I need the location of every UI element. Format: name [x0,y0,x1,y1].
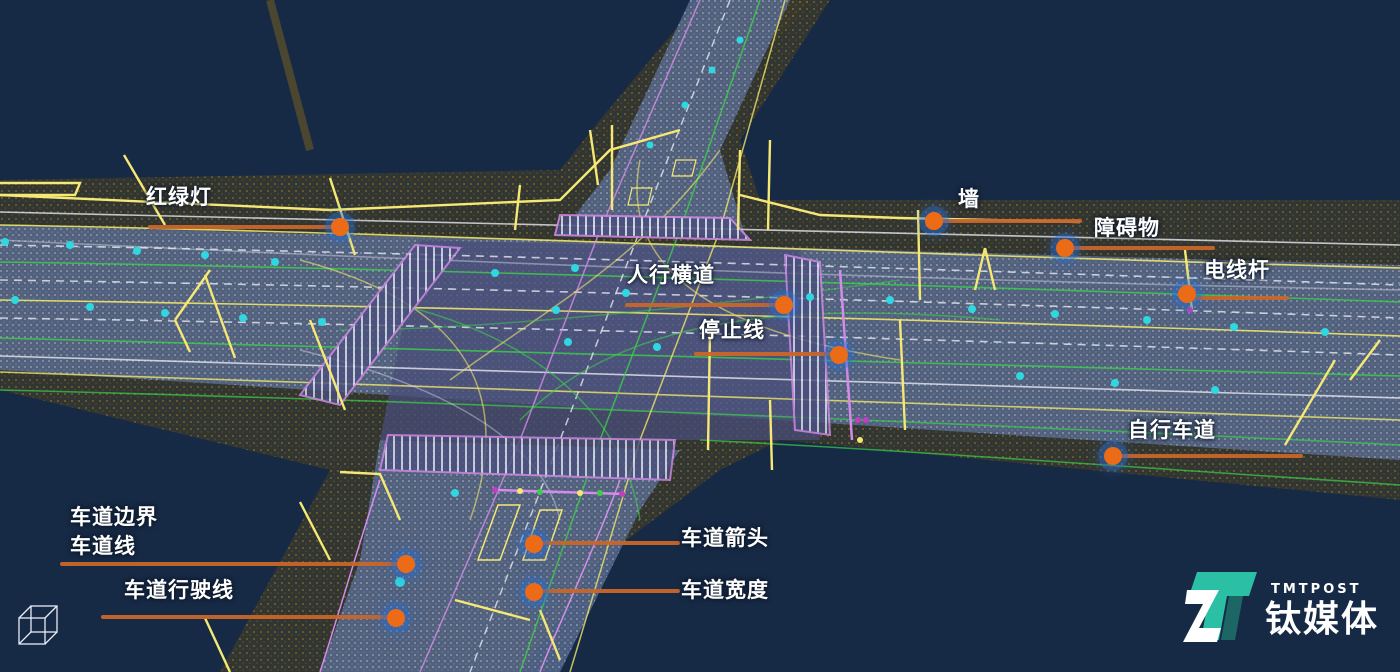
leader-lane-arrow [534,541,680,545]
tmtpost-logo-icon [1183,572,1257,642]
leader-lane-driving-line [101,615,396,619]
lane-nodes [1,36,1329,587]
lane-connector-nodes [492,307,1193,497]
logo-brand-en: TMTPOST [1271,582,1362,597]
leader-wall [934,219,1082,223]
road-boundaries [0,125,1381,672]
leader-obstacle [1065,246,1215,250]
marker-bike-lane[interactable] [1104,447,1122,465]
label-lane-boundary: 车道边界 [70,505,158,529]
cube-icon [18,605,58,645]
marker-lane-width[interactable] [525,583,543,601]
leader-bike-lane [1113,454,1303,458]
leader-traffic-light [148,225,340,229]
label-wall: 墙 [958,187,980,211]
leader-lane-boundary [60,562,406,566]
marker-lane-driving-line[interactable] [387,609,405,627]
marker-traffic-light[interactable] [331,218,349,236]
label-stop-line: 停止线 [699,318,765,342]
marker-obstacle[interactable] [1056,239,1074,257]
label-crosswalk: 人行横道 [627,263,715,287]
label-utility-pole: 电线杆 [1204,258,1270,282]
label-lane-width: 车道宽度 [681,578,769,602]
cross-lane-lines [299,0,1001,672]
marker-lane-boundary[interactable] [397,555,415,573]
tmtpost-logo: TMTPOST 钛媒体 [1183,568,1383,648]
label-bike-lane: 自行车道 [1128,418,1216,442]
leader-utility-pole [1187,296,1289,300]
crosswalks [298,213,832,482]
view-cube-button[interactable] [16,603,62,649]
logo-brand-cn: 钛媒体 [1265,599,1380,640]
marker-stop-line[interactable] [830,346,848,364]
leader-stop-line [694,352,839,356]
label-traffic-light: 红绿灯 [146,185,212,209]
leader-crosswalk [625,303,784,307]
label-lane-arrow: 车道箭头 [681,526,769,550]
label-obstacle: 障碍物 [1094,216,1160,240]
label-lane-driving-line: 车道行驶线 [124,578,234,602]
leader-lane-width [534,589,680,593]
marker-crosswalk[interactable] [775,296,793,314]
marker-lane-arrow[interactable] [525,535,543,553]
marker-wall[interactable] [925,212,943,230]
label-lane-line: 车道线 [70,534,136,558]
marker-utility-pole[interactable] [1178,285,1196,303]
